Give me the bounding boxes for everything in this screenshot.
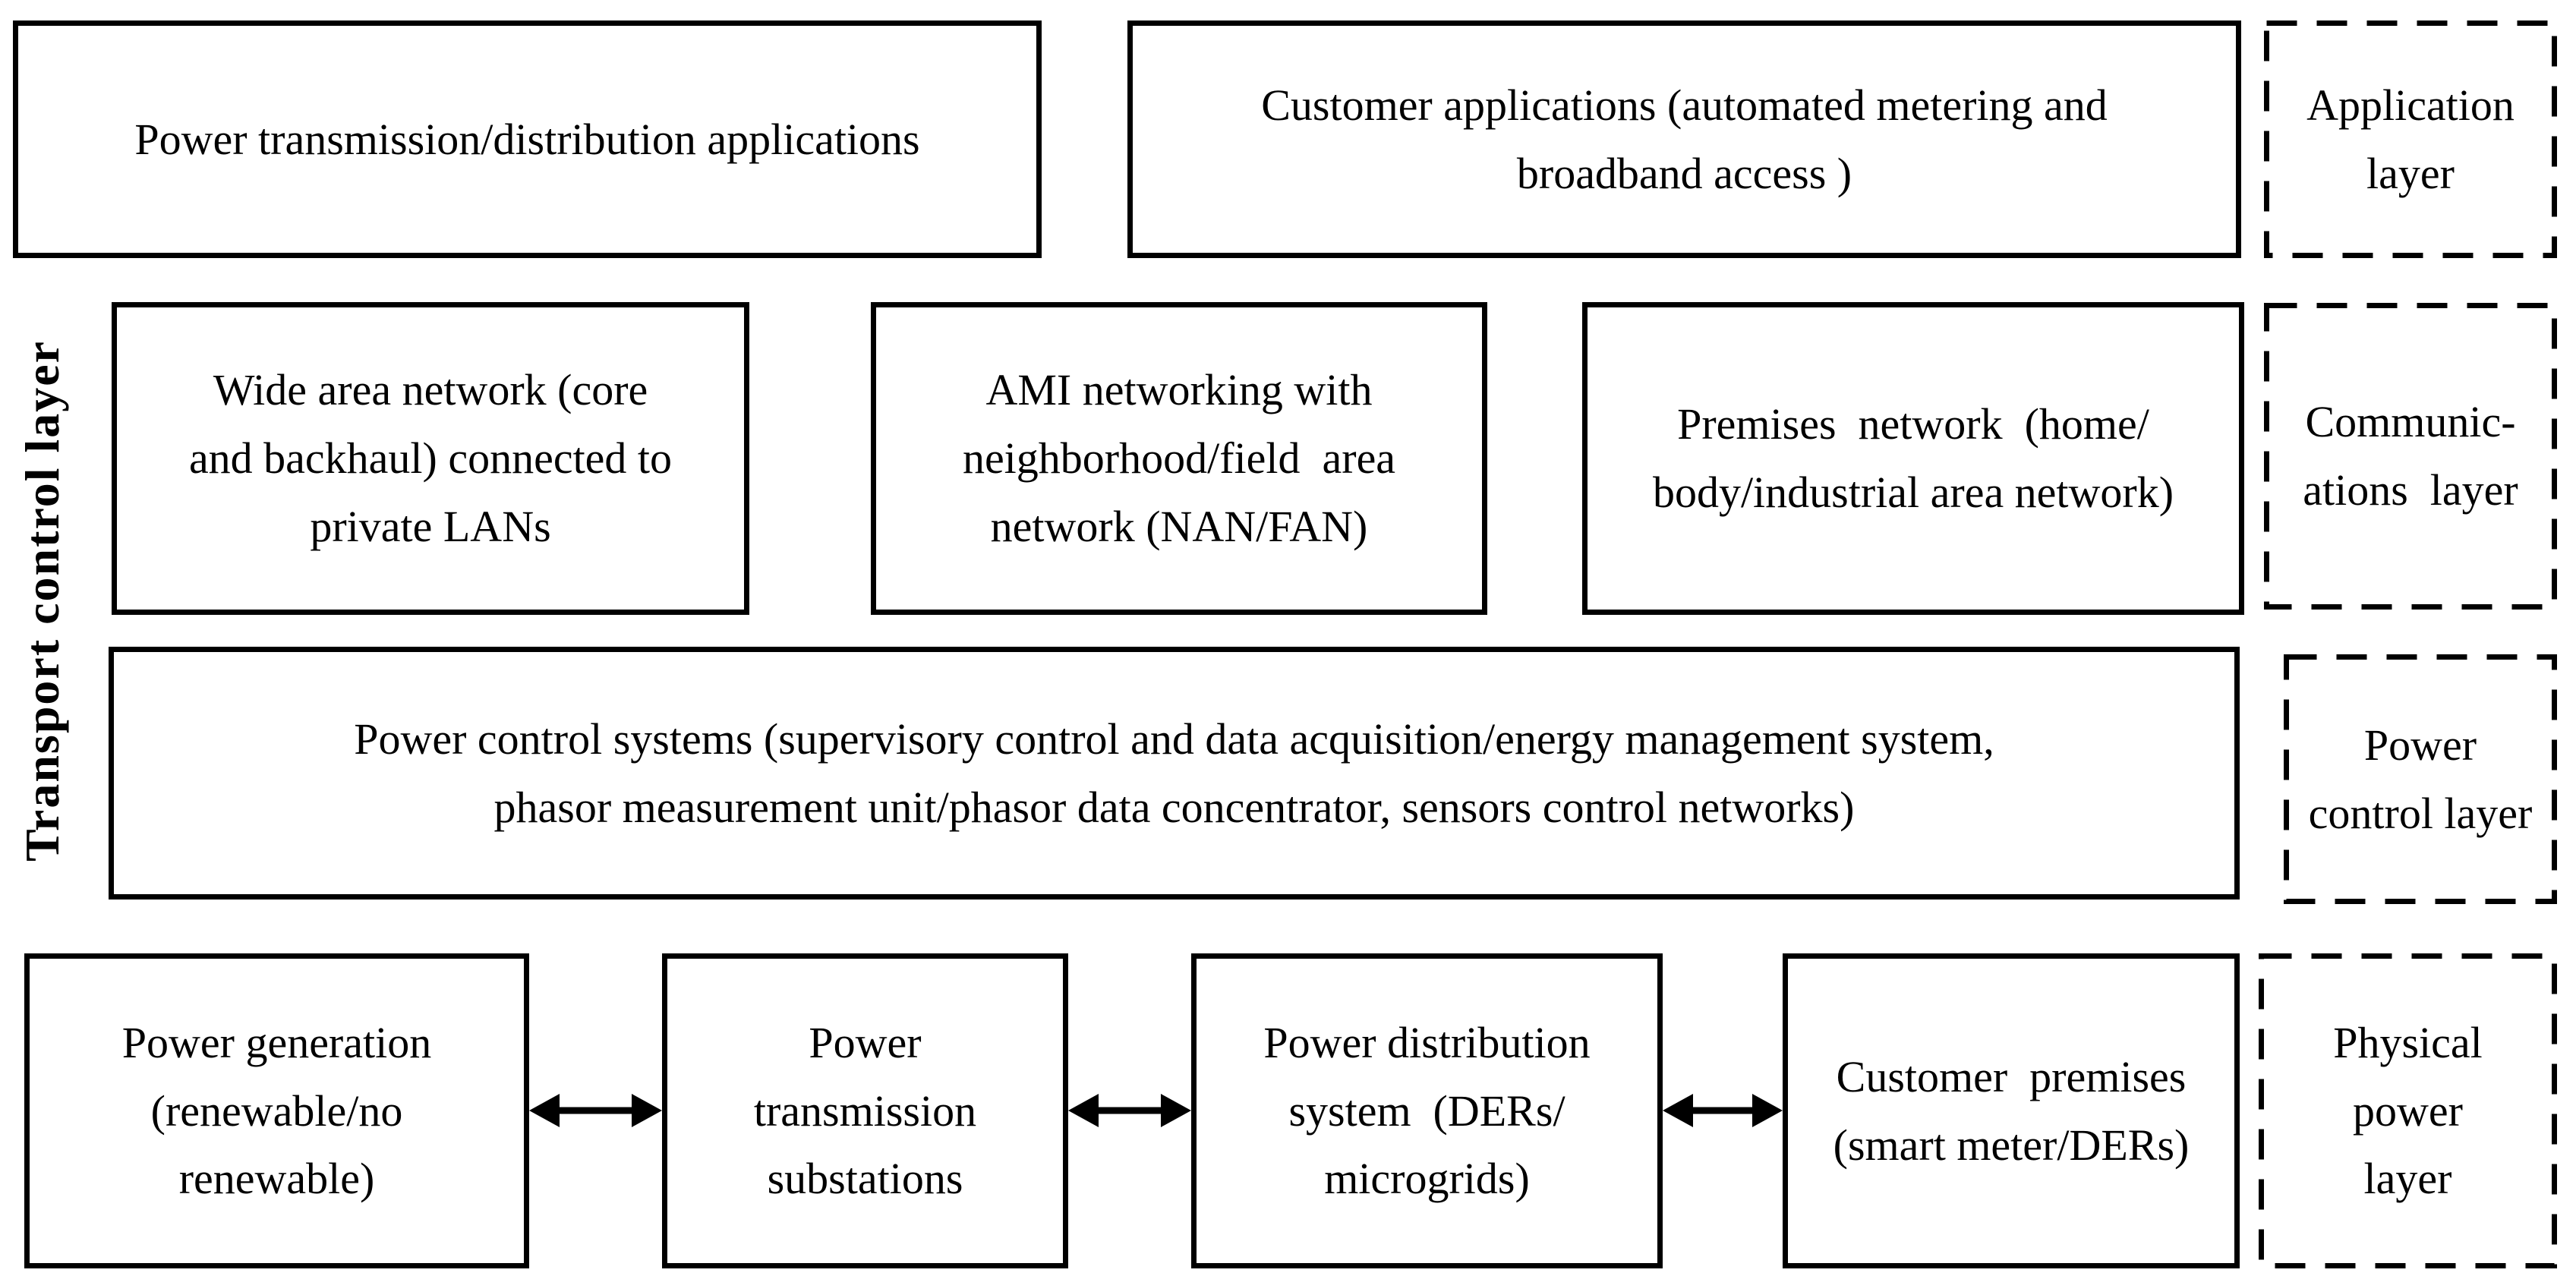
ami-label-line3: network (NAN/FAN): [990, 501, 1368, 551]
premises-label-line1: Premises network (home/: [1677, 399, 2149, 449]
customer-apps-label-line1: Customer applications (automated meterin…: [1261, 80, 2108, 130]
physical-layer-label-line1: Physical: [2333, 1017, 2483, 1067]
communications-layer-box: Communic- ations layer: [2264, 303, 2557, 610]
arrow-bar: [552, 1107, 639, 1114]
power-generation-box: Power generation (renewable/no renewable…: [24, 953, 529, 1268]
physical-power-layer-box: Physical power layer: [2259, 953, 2557, 1268]
ami-label-line1: AMI networking with: [985, 365, 1373, 415]
power-apps-box: Power transmission/distribution applicat…: [13, 20, 1042, 258]
customer-premises-label-line2: (smart meter/DERs): [1833, 1120, 2190, 1170]
arrow-bar: [1091, 1107, 1168, 1114]
power-control-layer-label-line1: Power: [2363, 720, 2477, 770]
transport-control-layer-label: Transport control layer: [15, 339, 69, 862]
premises-network-box: Premises network (home/ body/industrial …: [1582, 302, 2244, 615]
power-transmission-box: Power transmission substations: [662, 953, 1068, 1268]
ami-label-line2: neighborhood/field area: [962, 433, 1396, 484]
power-control-layer-box: Power control layer: [2284, 654, 2557, 904]
arrow-transmission-distribution: [1068, 1094, 1191, 1127]
power-distribution-box: Power distribution system (DERs/ microgr…: [1191, 953, 1663, 1268]
power-apps-label: Power transmission/distribution applicat…: [134, 114, 920, 164]
wide-area-label-line2: and backhaul) connected to: [188, 433, 673, 484]
customer-apps-label-line2: broadband access ): [1516, 148, 1852, 198]
arrow-distribution-premises: [1663, 1094, 1783, 1127]
distribution-label-line2: system (DERs/: [1288, 1085, 1565, 1136]
dashed-border: [2284, 654, 2557, 904]
arrowhead-right-icon: [1752, 1094, 1783, 1127]
communications-layer-label-line1: Communic-: [2305, 397, 2516, 447]
arrowhead-right-icon: [1161, 1094, 1191, 1127]
dashed-border: [2264, 303, 2557, 610]
ami-network-box: AMI networking with neighborhood/field a…: [871, 302, 1487, 615]
power-control-systems-box: Power control systems (supervisory contr…: [109, 647, 2240, 900]
arrow-generation-transmission: [529, 1094, 662, 1127]
customer-premises-label-line1: Customer premises: [1836, 1051, 2187, 1101]
premises-label-line2: body/industrial area network): [1652, 468, 2174, 517]
physical-layer-label-line3: layer: [2363, 1154, 2452, 1204]
wide-area-label-line1: Wide area network (core: [213, 365, 648, 415]
power-control-layer-label-line2: control layer: [2308, 788, 2533, 838]
distribution-label-line3: microgrids): [1324, 1154, 1530, 1204]
distribution-label-line1: Power distribution: [1263, 1017, 1591, 1067]
pcs-label-line2: phasor measurement unit/phasor data conc…: [493, 782, 1855, 832]
customer-premises-box: Customer premises (smart meter/DERs): [1783, 953, 2240, 1268]
application-layer-label-line1: Application: [2306, 80, 2515, 130]
application-layer-box: Application layer: [2264, 20, 2557, 258]
transmission-label-line3: substations: [767, 1154, 963, 1204]
arrow-bar: [1685, 1107, 1760, 1114]
arrowhead-right-icon: [632, 1094, 662, 1127]
pcs-label-line1: Power control systems (supervisory contr…: [354, 714, 1994, 764]
application-layer-label-line2: layer: [2366, 148, 2455, 198]
generation-label-line1: Power generation: [121, 1017, 432, 1067]
dashed-border: [2264, 20, 2557, 258]
wide-area-label-line3: private LANs: [310, 501, 551, 551]
generation-label-line3: renewable): [178, 1154, 375, 1204]
customer-apps-box: Customer applications (automated meterin…: [1127, 20, 2241, 258]
physical-layer-label-line2: power: [2353, 1085, 2463, 1136]
transmission-label-line1: Power: [809, 1017, 922, 1067]
wide-area-network-box: Wide area network (core and backhaul) co…: [112, 302, 749, 615]
generation-label-line2: (renewable/no: [150, 1085, 403, 1136]
communications-layer-label-line2: ations layer: [2303, 465, 2518, 515]
transmission-label-line2: transmission: [753, 1085, 977, 1136]
